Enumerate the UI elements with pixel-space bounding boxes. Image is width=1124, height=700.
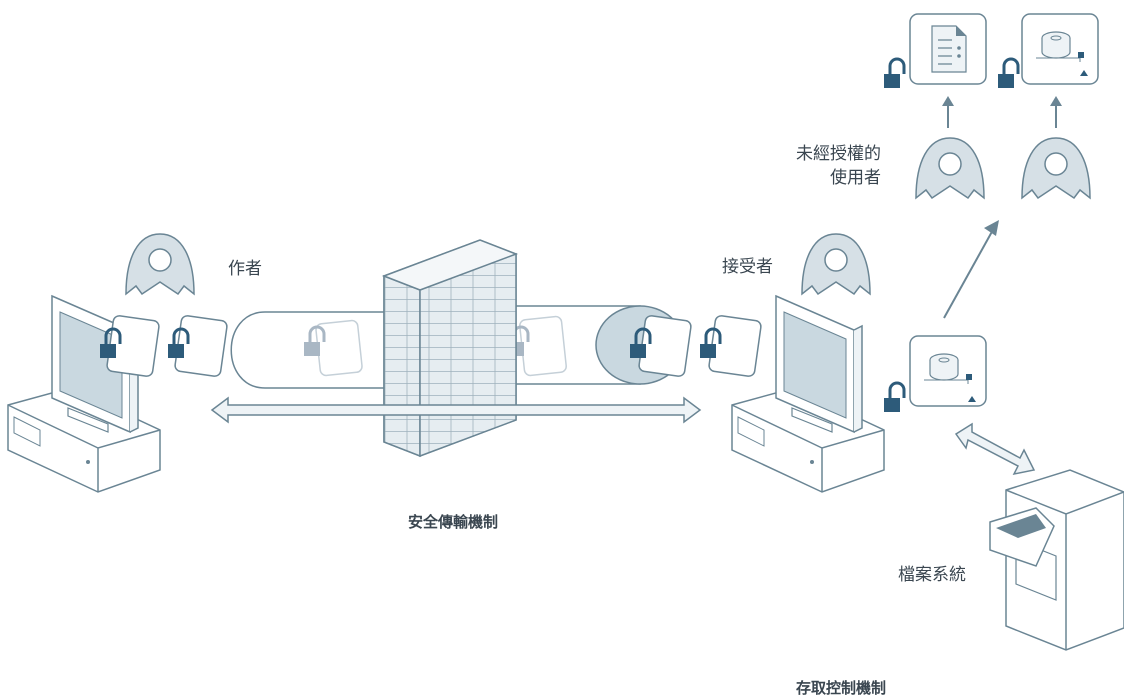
secure-transport-label: 安全傳輸機制 xyxy=(408,513,499,531)
protected-disk-card xyxy=(882,335,987,414)
up-arrow-1 xyxy=(942,96,954,128)
tunnel-document-faded-1 xyxy=(304,319,363,377)
author-locked-document xyxy=(98,315,160,377)
up-arrow-2 xyxy=(1050,96,1062,128)
access-control-label: 存取控制機制 xyxy=(796,679,887,697)
unauthorized-user-label: 未經授權的 使用者 xyxy=(796,142,881,190)
receiver-computer xyxy=(731,294,885,493)
arrow-to-unauthorized xyxy=(943,220,999,319)
unauthorized-person-2-icon xyxy=(1021,137,1091,199)
locked-disk-card xyxy=(996,13,1099,90)
file-system-label: 檔案系統 xyxy=(898,565,966,585)
file-cabinet-icon xyxy=(989,469,1124,651)
unauthorized-label-line2: 使用者 xyxy=(830,168,881,188)
receiver-label: 接受者 xyxy=(722,257,773,277)
author-person-icon xyxy=(125,233,195,295)
filesystem-arrow xyxy=(954,422,1036,476)
receiver-person-icon xyxy=(801,233,871,295)
unauthorized-label-line1: 未經授權的 xyxy=(796,144,881,164)
tunnel-document-faded-2 xyxy=(508,315,567,377)
firewall xyxy=(381,239,519,458)
receiver-locked-document xyxy=(628,315,692,377)
unauthorized-person-1-icon xyxy=(915,137,985,199)
receiver-key-card xyxy=(698,315,762,377)
author-label: 作者 xyxy=(228,259,262,279)
author-key-card xyxy=(166,315,228,377)
transport-arrow xyxy=(210,396,702,424)
locked-document-card xyxy=(882,13,987,90)
